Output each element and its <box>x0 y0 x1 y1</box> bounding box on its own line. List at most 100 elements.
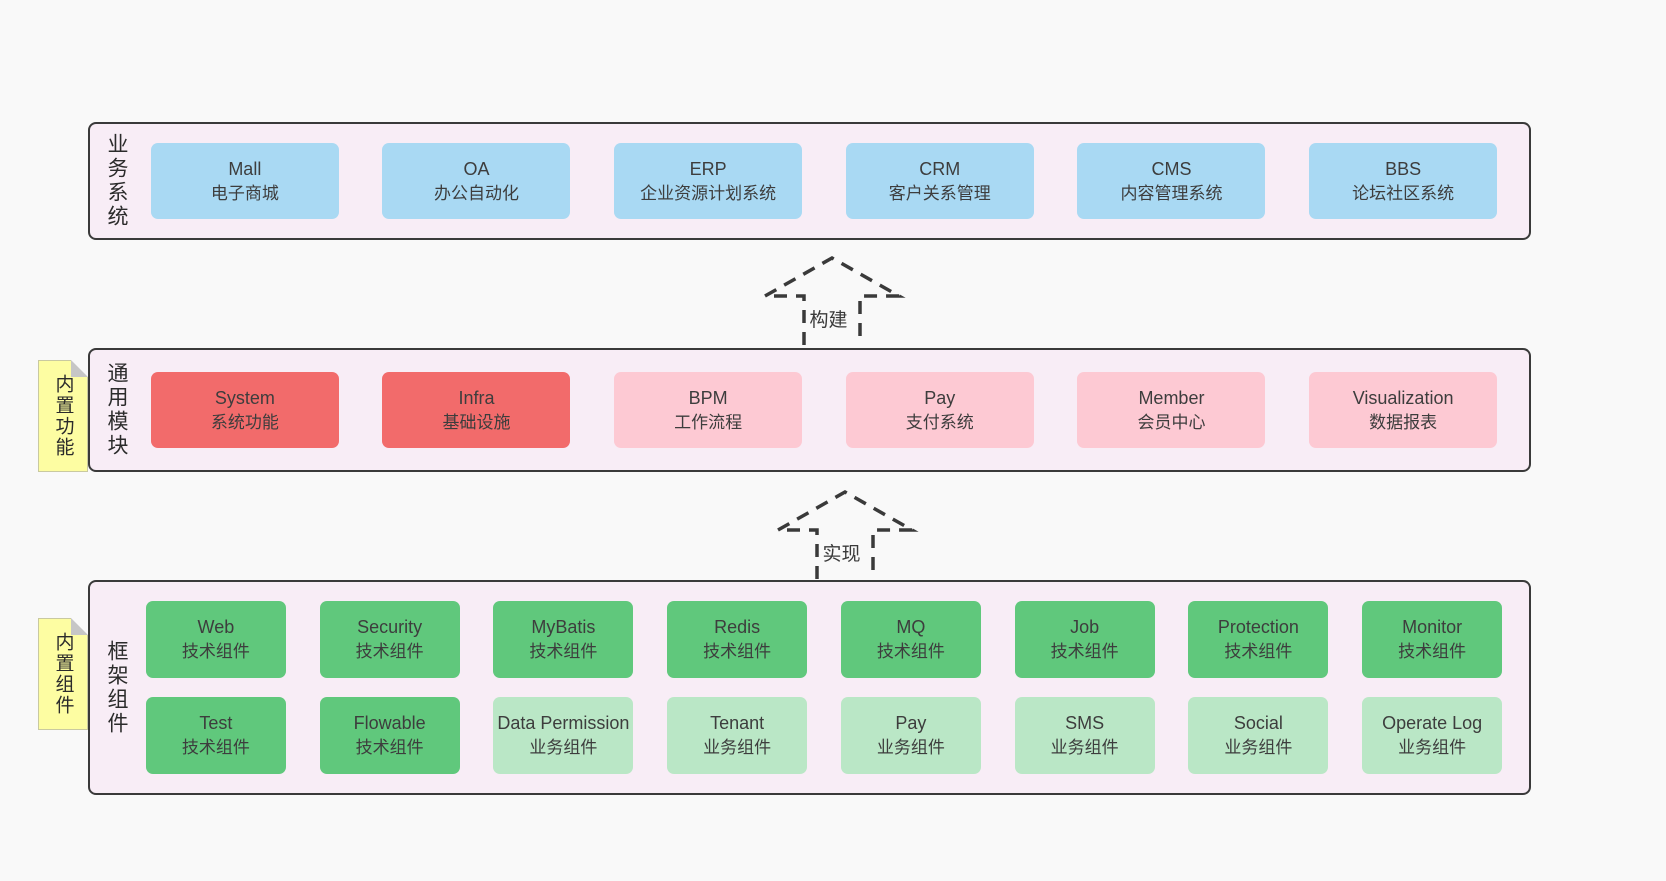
box-title: OA <box>463 158 490 179</box>
box-title: Infra <box>458 387 495 408</box>
arrow-build-label: 构建 <box>806 304 851 333</box>
sticky-label: 内置组件 <box>52 632 74 716</box>
box-title: Operate Log <box>1382 713 1483 733</box>
component-rows: Web 技术组件 Security 技术组件 MyBatis 技术组件 Redi… <box>129 582 1519 793</box>
dashed-up-arrow-icon <box>771 489 919 579</box>
box-subtitle: 业务组件 <box>1224 738 1293 758</box>
box-title: Social <box>1233 713 1283 733</box>
module-items: System 系统功能 Infra 基础设施 BPM 工作流程 Pay 支付系统… <box>129 350 1519 470</box>
box-title: BBS <box>1385 158 1422 179</box>
box-subtitle: 技术组件 <box>1398 642 1467 662</box>
box-title: Test <box>199 713 233 733</box>
box-monitor: Monitor 技术组件 <box>1362 601 1503 678</box>
section-label-business: 业务系统 <box>105 133 128 229</box>
box-subtitle: 会员中心 <box>1137 412 1206 432</box>
business-items: Mall 电子商城 OA 办公自动化 ERP 企业资源计划系统 CRM 客户关系… <box>129 124 1519 238</box>
box-subtitle: 内容管理系统 <box>1120 183 1223 203</box>
section-common-modules: 通用模块 System 系统功能 Infra 基础设施 BPM 工作流程 Pay… <box>88 348 1531 472</box>
box-title: BPM <box>688 387 728 408</box>
box-crm: CRM 客户关系管理 <box>845 143 1034 219</box>
box-visualization: Visualization 数据报表 <box>1309 372 1498 448</box>
box-title: Pay <box>895 713 927 733</box>
section-label-modules: 通用模块 <box>105 362 128 458</box>
sticky-note-builtin-features: 内置功能 <box>38 360 88 472</box>
box-system: System 系统功能 <box>150 372 339 448</box>
box-subtitle: 技术组件 <box>181 642 250 662</box>
box-title: SMS <box>1065 713 1105 733</box>
box-subtitle: 基础设施 <box>442 412 511 432</box>
box-subtitle: 电子商城 <box>210 183 279 203</box>
box-subtitle: 论坛社区系统 <box>1352 183 1455 203</box>
box-subtitle: 客户关系管理 <box>888 183 991 203</box>
box-member: Member 会员中心 <box>1077 372 1266 448</box>
box-subtitle: 技术组件 <box>703 642 772 662</box>
arrow-implement-label: 实现 <box>819 538 864 567</box>
box-title: Visualization <box>1352 387 1454 408</box>
box-title: Mall <box>228 158 262 179</box>
box-title: Job <box>1070 617 1100 637</box>
box-title: CMS <box>1151 158 1192 179</box>
box-subtitle: 业务组件 <box>1398 738 1467 758</box>
box-title: MyBatis <box>531 617 596 637</box>
box-title: Web <box>197 617 235 637</box>
box-subtitle: 企业资源计划系统 <box>640 183 777 203</box>
box-subtitle: 技术组件 <box>1224 642 1293 662</box>
box-title: Data Permission <box>497 713 630 733</box>
box-infra: Infra 基础设施 <box>382 372 571 448</box>
box-title: System <box>214 387 275 408</box>
component-row-2: Test 技术组件 Flowable 技术组件 Data Permission … <box>129 697 1519 774</box>
box-title: Member <box>1138 387 1205 408</box>
box-title: Security <box>357 617 423 637</box>
box-subtitle: 业务组件 <box>1050 738 1119 758</box>
box-title: ERP <box>689 158 727 179</box>
box-web: Web 技术组件 <box>145 601 286 678</box>
section-business-systems: 业务系统 Mall 电子商城 OA 办公自动化 ERP 企业资源计划系统 CRM… <box>88 122 1531 240</box>
box-redis: Redis 技术组件 <box>667 601 808 678</box>
box-operate-log: Operate Log 业务组件 <box>1362 697 1503 774</box>
sticky-label: 内置功能 <box>52 374 74 458</box>
box-subtitle: 业务组件 <box>529 738 598 758</box>
box-flowable: Flowable 技术组件 <box>319 697 460 774</box>
box-title: Tenant <box>710 713 765 733</box>
section-framework-components: 框架组件 Web 技术组件 Security 技术组件 MyBatis 技术组件… <box>88 580 1531 795</box>
box-subtitle: 业务组件 <box>876 738 945 758</box>
box-title: Pay <box>924 387 956 408</box>
box-title: Flowable <box>353 713 426 733</box>
box-subtitle: 工作流程 <box>674 412 743 432</box>
box-social: Social 业务组件 <box>1188 697 1329 774</box>
box-title: Monitor <box>1402 617 1463 637</box>
box-title: MQ <box>896 617 926 637</box>
box-bpm: BPM 工作流程 <box>614 372 803 448</box>
box-protection: Protection 技术组件 <box>1188 601 1329 678</box>
section-label-components: 框架组件 <box>105 639 128 736</box>
box-data-permission: Data Permission 业务组件 <box>493 697 634 774</box>
box-cms: CMS 内容管理系统 <box>1077 143 1266 219</box>
box-subtitle: 数据报表 <box>1369 412 1438 432</box>
box-tenant: Tenant 业务组件 <box>667 697 808 774</box>
box-subtitle: 技术组件 <box>355 642 424 662</box>
dashed-up-arrow-icon <box>758 255 906 345</box>
box-mybatis: MyBatis 技术组件 <box>493 601 634 678</box>
box-subtitle: 办公自动化 <box>433 183 519 203</box>
box-subtitle: 技术组件 <box>1050 642 1119 662</box>
box-security: Security 技术组件 <box>319 601 460 678</box>
box-subtitle: 技术组件 <box>181 738 250 758</box>
arrow-build: 构建 <box>757 252 907 347</box>
box-test: Test 技术组件 <box>145 697 286 774</box>
box-title: Redis <box>714 617 761 637</box>
box-subtitle: 技术组件 <box>876 642 945 662</box>
box-subtitle: 支付系统 <box>905 412 974 432</box>
box-erp: ERP 企业资源计划系统 <box>614 143 803 219</box>
box-bbs: BBS 论坛社区系统 <box>1309 143 1498 219</box>
sticky-note-builtin-components: 内置组件 <box>38 618 88 730</box>
box-pay-module: Pay 支付系统 <box>845 372 1034 448</box>
box-subtitle: 技术组件 <box>529 642 598 662</box>
box-subtitle: 技术组件 <box>355 738 424 758</box>
box-mall: Mall 电子商城 <box>150 143 339 219</box>
box-subtitle: 系统功能 <box>210 412 279 432</box>
box-title: Protection <box>1217 617 1299 637</box>
box-mq: MQ 技术组件 <box>840 601 981 678</box>
box-subtitle: 业务组件 <box>703 738 772 758</box>
box-title: CRM <box>919 158 961 179</box>
